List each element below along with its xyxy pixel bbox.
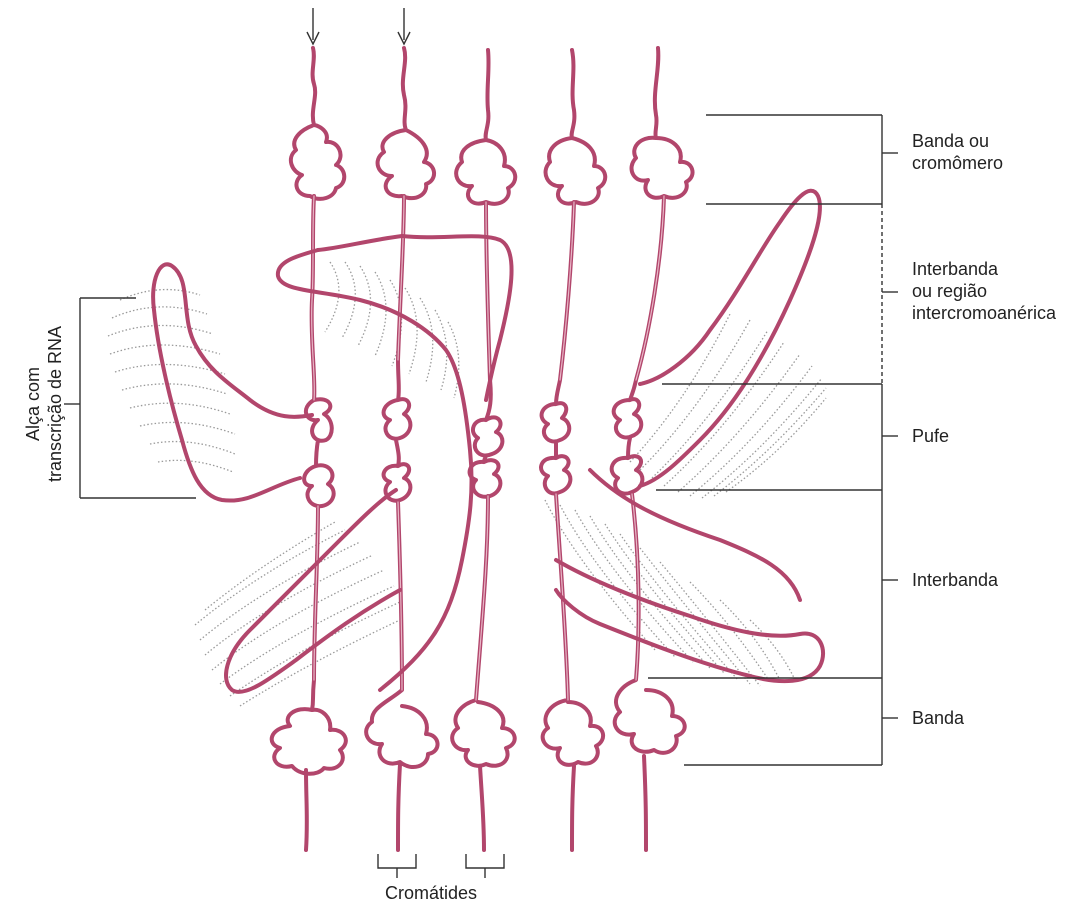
label-alca-line2: transcrição de RNA (44, 304, 66, 504)
label-banda-cromomero-line1: Banda ou (912, 130, 1003, 152)
bottom-brackets (378, 854, 504, 878)
chromatid-strand-1 (272, 48, 346, 850)
label-banda-cromomero: Banda ou cromômero (912, 130, 1003, 174)
loop-left-rna (153, 264, 312, 500)
label-interbanda-regiao: Interbanda ou região intercromoanérica (912, 258, 1056, 324)
loop-right-lower (556, 470, 823, 681)
arrow-icon-2 (398, 8, 410, 44)
rna-transcripts-right-lower (545, 500, 795, 686)
rna-transcripts-center-upper (325, 262, 459, 398)
loop-right-upper (640, 191, 820, 486)
label-alca-rna: Alça com transcrição de RNA (22, 304, 66, 504)
label-interbanda-regiao-line2: ou região (912, 280, 1056, 302)
label-interbanda: Interbanda (912, 569, 998, 591)
left-bracket (64, 298, 196, 498)
chromatid-strand-5 (612, 48, 693, 850)
chromatid-strand-3 (452, 50, 515, 850)
label-banda-cromomero-line2: cromômero (912, 152, 1003, 174)
rna-transcripts-left-loop (108, 290, 235, 472)
label-banda: Banda (912, 707, 964, 729)
chromatid-strand-4 (541, 50, 605, 850)
chromatid-strand-2 (366, 48, 437, 850)
label-alca-line1: Alça com (22, 304, 44, 504)
label-pufe: Pufe (912, 425, 949, 447)
arrow-icon-1 (307, 8, 319, 44)
label-cromatides: Cromátides (385, 882, 477, 904)
label-interbanda-regiao-line1: Interbanda (912, 258, 1056, 280)
label-interbanda-regiao-line3: intercromoanérica (912, 302, 1056, 324)
